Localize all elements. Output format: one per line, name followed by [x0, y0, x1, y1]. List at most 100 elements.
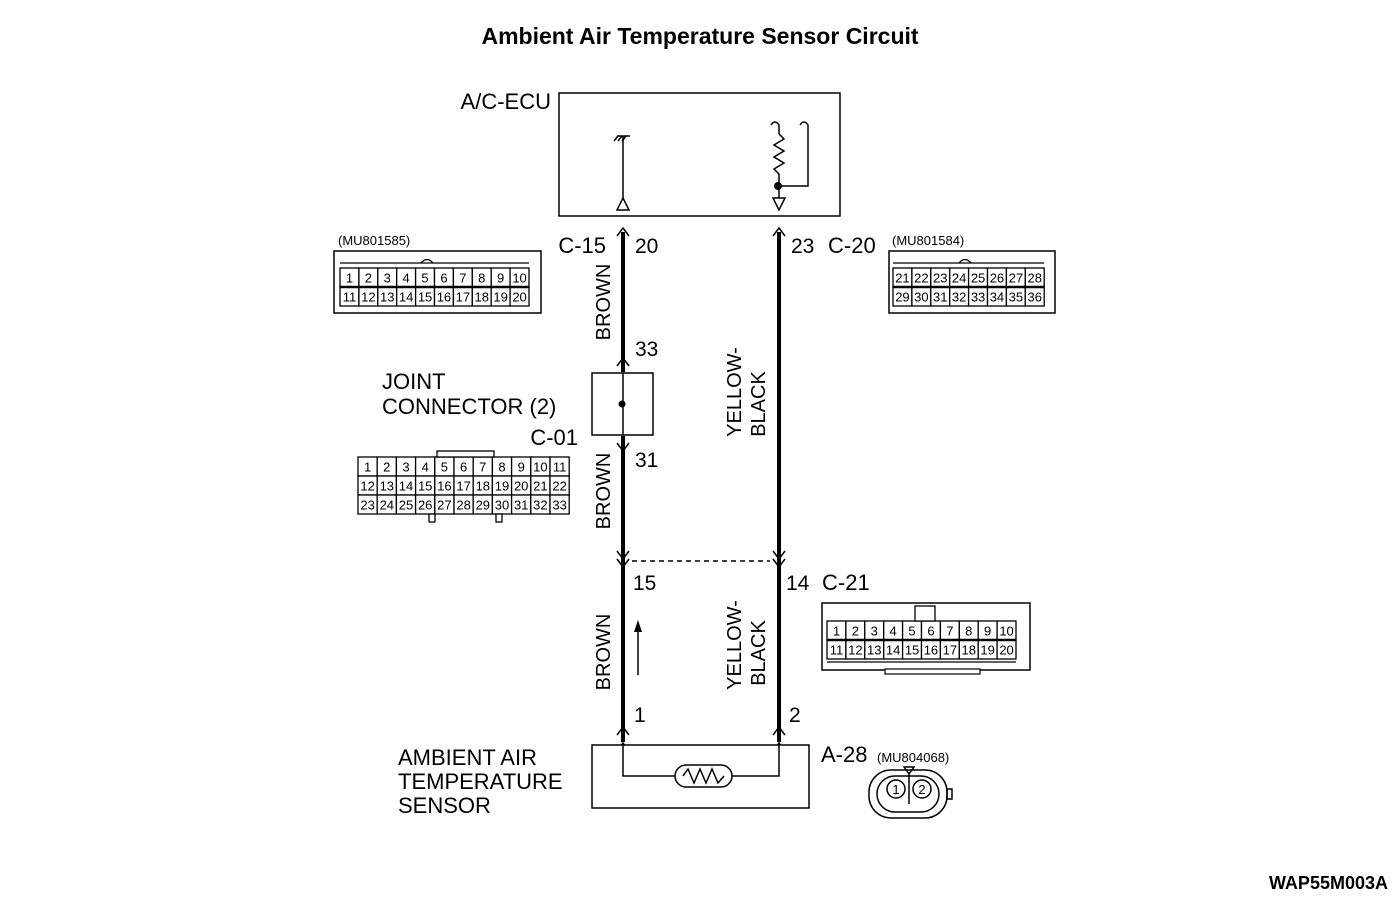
wire-color-brown-2: BROWN: [593, 453, 615, 530]
c01-cell: 4: [422, 460, 429, 475]
c01-cell: 15: [418, 479, 432, 494]
c15-cell: 9: [497, 271, 504, 286]
a28-id: A-28: [821, 742, 867, 767]
c21-cell: 19: [980, 643, 994, 658]
sensor-label-line2: TEMPERATURE: [398, 769, 563, 794]
c01-cell: 11: [553, 460, 567, 475]
pin-c20-23: 23: [791, 235, 814, 258]
c01-cell: 21: [533, 479, 547, 494]
wire-color-yellow-2: YELLOW-: [724, 600, 746, 690]
c01-cell: 27: [437, 498, 451, 513]
c01-cell: 12: [360, 479, 374, 494]
c21-cell: 20: [999, 643, 1013, 658]
c21-cell: 15: [905, 643, 919, 658]
c20-cell: 24: [952, 271, 966, 286]
c20-cell: 34: [990, 290, 1004, 305]
sensor-label-line1: AMBIENT AIR: [398, 745, 537, 770]
c21-cell: 11: [830, 643, 844, 658]
c01-cell: 6: [460, 460, 467, 475]
c15-cell: 16: [437, 290, 451, 305]
c15-cell: 20: [512, 290, 526, 305]
c15-cell: 8: [478, 271, 485, 286]
pin-joint-31: 31: [635, 449, 658, 472]
wire-color-black-1: BLACK: [748, 371, 770, 437]
c15-cell: 17: [456, 290, 470, 305]
joint-label-line1: JOINT: [382, 369, 446, 394]
c21-cell: 7: [946, 624, 953, 639]
c21-cell: 1: [833, 624, 840, 639]
c01-cell: 19: [495, 479, 509, 494]
c15-cell: 3: [384, 271, 391, 286]
c20-cell: 36: [1028, 290, 1042, 305]
c20-cell: 30: [914, 290, 928, 305]
c15-cell: 11: [343, 290, 357, 305]
c01-cell: 9: [518, 460, 525, 475]
diagram-title: Ambient Air Temperature Sensor Circuit: [481, 23, 918, 49]
c20-cell: 27: [1009, 271, 1023, 286]
joint-label-line2: CONNECTOR (2): [382, 394, 556, 419]
pin-c21-15: 15: [633, 572, 656, 595]
c01-cell: 20: [514, 479, 528, 494]
c20-cell: 32: [952, 290, 966, 305]
ecu-pullup-resistor-icon: [770, 121, 809, 212]
pin-sensor-1: 1: [634, 704, 646, 727]
c01-cell: 17: [456, 479, 470, 494]
c21-id: C-21: [822, 570, 870, 595]
ecu-ground-symbol: [613, 135, 631, 211]
pin-c21-14: 14: [786, 572, 810, 595]
c21-cell: 18: [962, 643, 976, 658]
c21-cell: 10: [999, 624, 1013, 639]
c01-cell: 5: [441, 460, 448, 475]
c21-cell: 14: [886, 643, 900, 658]
c01-cell: 18: [476, 479, 490, 494]
c21-cell: 2: [852, 624, 859, 639]
c01-cell: 1: [364, 460, 371, 475]
c01-cell: 10: [533, 460, 547, 475]
pin-joint-33: 33: [635, 338, 658, 361]
c01-cell: 7: [479, 460, 486, 475]
c01-cell: 25: [399, 498, 413, 513]
wire-color-black-2: BLACK: [748, 620, 770, 686]
c21-cell: 16: [924, 643, 938, 658]
wire-color-brown-1: BROWN: [593, 264, 615, 341]
thermistor-icon: [622, 745, 780, 788]
c01-cell: 28: [456, 498, 470, 513]
c15-cell: 7: [459, 271, 466, 286]
connector-chevrons: [616, 226, 786, 752]
c21-cell: 8: [965, 624, 972, 639]
c01-cell: 8: [498, 460, 505, 475]
c01-cell: 23: [360, 498, 374, 513]
c01-cell: 22: [552, 479, 566, 494]
c20-cell: 31: [933, 290, 947, 305]
pin-sensor-2: 2: [789, 704, 801, 727]
wire-color-yellow-1: YELLOW-: [724, 347, 746, 437]
c20-part-number: (MU801584): [892, 233, 964, 248]
c15-id: C-15: [558, 233, 606, 258]
c15-cell: 4: [403, 271, 410, 286]
c01-cell: 2: [383, 460, 390, 475]
c01-cell: 14: [399, 479, 413, 494]
c15-cell: 10: [512, 271, 526, 286]
c20-cell: 35: [1009, 290, 1023, 305]
c15-cell: 19: [493, 290, 507, 305]
ecu-box: [558, 92, 841, 217]
c20-cell: 29: [895, 290, 909, 305]
drawing-code: WAP55M003A: [1269, 873, 1388, 893]
c01-id: C-01: [530, 425, 578, 450]
c21-cell: 12: [848, 643, 862, 658]
c21-cell: 3: [871, 624, 878, 639]
sensor-label-line3: SENSOR: [398, 793, 491, 818]
c20-cell: 28: [1028, 271, 1042, 286]
c20-id: C-20: [828, 233, 876, 258]
c15-cell: 18: [475, 290, 489, 305]
c15-cell: 14: [399, 290, 413, 305]
c21-cell: 4: [890, 624, 897, 639]
c20-cell: 21: [895, 271, 909, 286]
c20-cell: 23: [933, 271, 947, 286]
c20-cell: 26: [990, 271, 1004, 286]
c21-cell: 9: [984, 624, 991, 639]
